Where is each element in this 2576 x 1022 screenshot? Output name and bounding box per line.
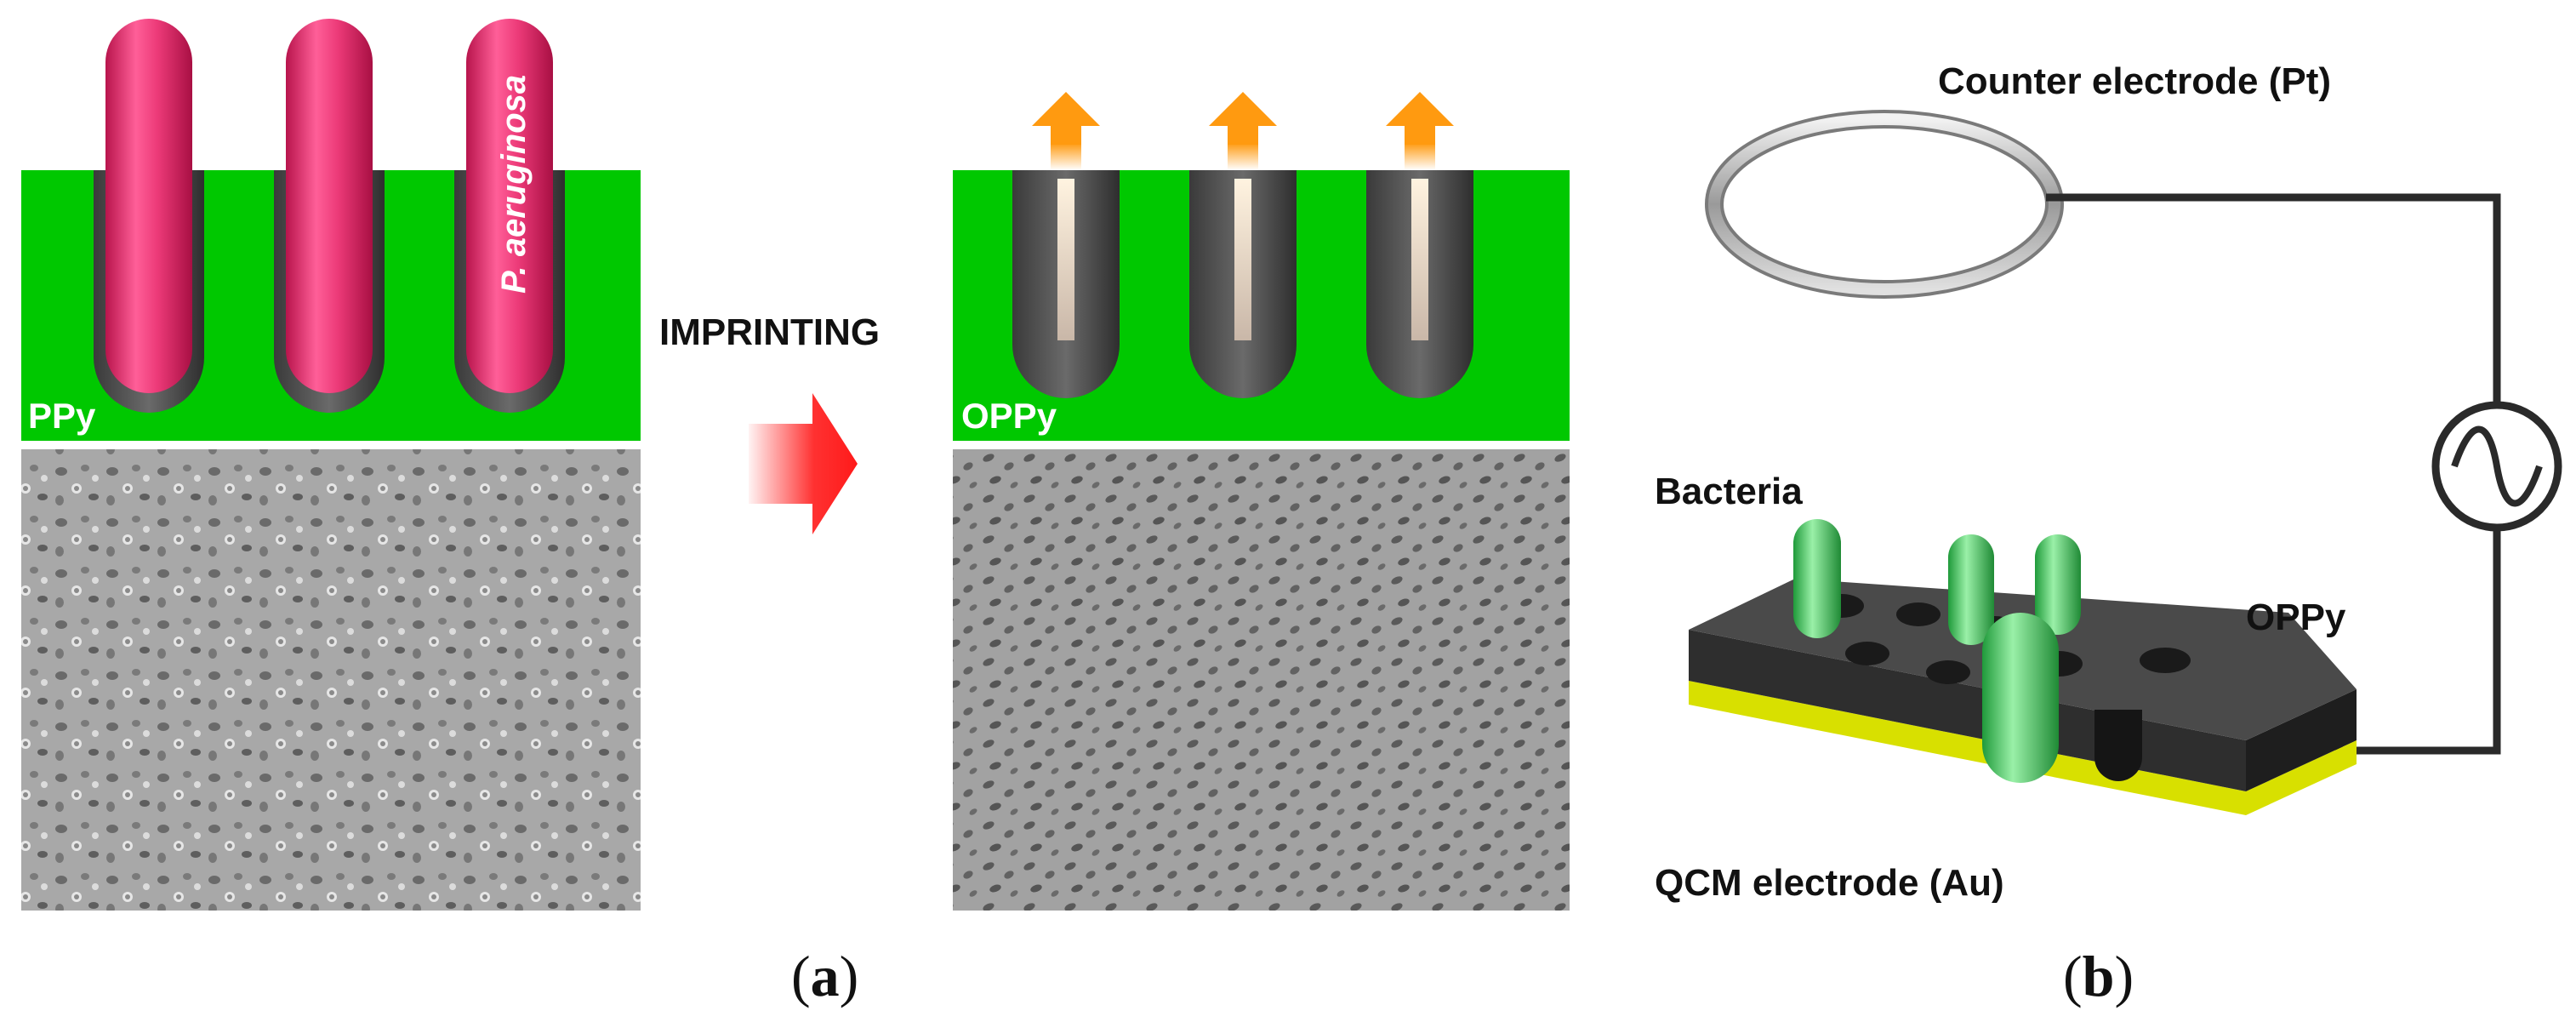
qcm-electrode-label: QCM electrode (Au) [1655, 862, 2004, 904]
cavity-highlight-3 [1411, 179, 1428, 340]
caption-b: (b) [2063, 944, 2134, 1008]
ppy-schematic: P. aeruginosa PPy [21, 19, 641, 441]
caption-a: (a) [791, 944, 858, 1008]
cavity-hole [2140, 648, 2191, 673]
release-arrow-3 [1386, 92, 1454, 170]
cavity-highlight-1 [1057, 179, 1074, 340]
counter-electrode-label: Counter electrode (Pt) [1938, 60, 2331, 102]
circuit-wire-bottom [2335, 528, 2501, 755]
bacterium-rod-3 [466, 19, 553, 393]
bacterium-green-2 [1948, 534, 1994, 645]
counter-electrode-ring-highlight [1708, 113, 2060, 295]
bacterium-rod-2 [286, 19, 373, 393]
oppy-sem-image [953, 449, 1570, 911]
cutaway-cavity [2094, 710, 2142, 781]
oppy-film-label: OPPy [2246, 597, 2346, 638]
bacterium-green-3 [2035, 534, 2081, 635]
bacterium-green-4 [1982, 613, 2059, 783]
ac-source-icon [2451, 425, 2543, 507]
cavity-hole [1896, 602, 1941, 626]
imprinting-label: IMPRINTING [659, 311, 880, 353]
cavity-hole [1926, 660, 1970, 684]
oppy-schematic: OPPy [953, 92, 1570, 441]
bacterium-green-1 [1793, 519, 1841, 638]
circuit-wire-top [2046, 193, 2501, 404]
cavity-hole [1845, 642, 1889, 665]
film-side-face [2246, 689, 2357, 791]
release-arrow-1 [1032, 92, 1100, 170]
ppy-sem-image [21, 449, 641, 911]
bacterium-label: P. aeruginosa [495, 75, 533, 294]
bacterium-rod-1 [105, 19, 192, 393]
cavity-highlight-2 [1234, 179, 1251, 340]
oppy-label: OPPy [961, 396, 1057, 436]
ppy-label: PPy [28, 396, 96, 436]
release-arrow-2 [1209, 92, 1277, 170]
bacteria-label: Bacteria [1655, 471, 1803, 512]
imprinting-arrow [749, 393, 858, 534]
